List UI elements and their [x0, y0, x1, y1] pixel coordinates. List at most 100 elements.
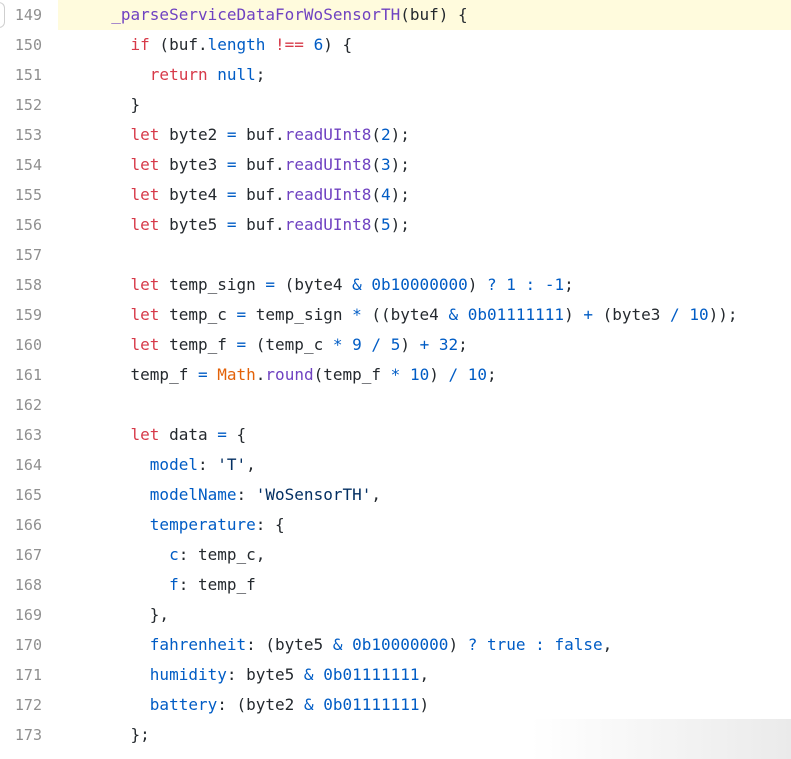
code-line: 162	[0, 390, 791, 420]
code-token: : {	[255, 515, 285, 534]
code-token: let	[130, 185, 160, 204]
code-token	[92, 515, 150, 534]
code-token: modelName	[149, 485, 237, 504]
code-token: (buf) {	[400, 5, 468, 24]
code-line: 159 let temp_c = temp_sign * ((byte4 & 0…	[0, 300, 791, 330]
code-token	[400, 365, 410, 384]
code-token: temperature	[149, 515, 256, 534]
code-token: )	[429, 365, 449, 384]
code-token: =	[226, 125, 237, 144]
line-code: let data = {	[92, 420, 247, 450]
line-number: 150	[14, 36, 42, 54]
code-token: let	[130, 425, 160, 444]
code-token: *	[390, 365, 401, 384]
code-token: let	[130, 305, 160, 324]
code-line: 151 return null;	[0, 60, 791, 90]
code-token: 2	[381, 125, 391, 144]
code-token	[92, 215, 131, 234]
code-token: /	[371, 335, 382, 354]
code-token: buf.	[236, 125, 285, 144]
code-token	[92, 275, 131, 294]
code-token: &	[303, 665, 314, 684]
code-token: =	[226, 215, 237, 234]
line-number: 170	[14, 636, 42, 654]
code-token: buf.	[236, 185, 285, 204]
line-number: 168	[14, 576, 42, 594]
code-token: =	[265, 275, 276, 294]
code-token	[92, 455, 150, 474]
line-code: let byte3 = buf.readUInt8(3);	[92, 150, 410, 180]
code-line: 156 let byte5 = buf.readUInt8(5);	[0, 210, 791, 240]
code-token: };	[92, 725, 150, 744]
code-token	[680, 305, 690, 324]
code-token: :	[197, 455, 218, 474]
code-token: length	[207, 35, 266, 54]
line-number: 161	[14, 366, 42, 384]
line-code: f: temp_f	[92, 570, 256, 600]
code-token: )	[467, 275, 487, 294]
code-token: (buf.	[149, 35, 208, 54]
code-token: !==	[275, 35, 304, 54]
code-token: temp_f	[159, 335, 237, 354]
code-token: data	[159, 425, 218, 444]
line-number: 162	[14, 396, 42, 414]
code-token: : temp_c,	[178, 545, 266, 564]
code-token: let	[130, 335, 160, 354]
code-token: &	[332, 635, 343, 654]
code-token	[92, 665, 150, 684]
code-token	[314, 665, 324, 684]
code-token: =	[236, 305, 247, 324]
code-token: =	[226, 155, 237, 174]
code-line: 167 c: temp_c,	[0, 540, 791, 570]
line-code: let temp_f = (temp_c * 9 / 5) + 32;	[92, 330, 468, 360]
code-line: 166 temperature: {	[0, 510, 791, 540]
code-token: .	[255, 365, 266, 384]
code-line: 171 humidity: byte5 & 0b01111111,	[0, 660, 791, 690]
code-token: 5	[390, 335, 401, 354]
code-token: 0b01111111	[467, 305, 565, 324]
code-token	[92, 35, 131, 54]
line-code: temp_f = Math.round(temp_f * 10) / 10;	[92, 360, 497, 390]
code-line: 170 fahrenheit: (byte5 & 0b10000000) ? t…	[0, 630, 791, 660]
code-token: _parseServiceDataForWoSensorTH	[92, 5, 401, 24]
code-token: )	[419, 695, 430, 714]
code-token	[535, 275, 545, 294]
code-token	[545, 635, 555, 654]
line-code: let byte2 = buf.readUInt8(2);	[92, 120, 410, 150]
code-token: : byte5	[226, 665, 304, 684]
code-token: temp_sign	[159, 275, 266, 294]
code-token: );	[390, 125, 410, 144]
code-line: 168 f: temp_f	[0, 570, 791, 600]
window-corner-shadow	[531, 719, 791, 759]
code-token	[362, 275, 372, 294]
code-token: if	[130, 35, 150, 54]
code-token: +	[583, 305, 593, 324]
code-token: true	[486, 635, 526, 654]
line-number: 171	[14, 666, 42, 684]
code-token: 0b01111111	[323, 695, 420, 714]
code-line: 172 battery: (byte2 & 0b01111111)	[0, 690, 791, 720]
code-token: ;	[564, 275, 574, 294]
code-token	[526, 635, 536, 654]
code-token: ;	[458, 335, 468, 354]
line-code: return null;	[92, 60, 266, 90]
code-token: buf.	[236, 155, 285, 174]
code-line: 161 temp_f = Math.round(temp_f * 10) / 1…	[0, 360, 791, 390]
code-line: 173 };	[0, 720, 791, 750]
code-token: -1	[544, 275, 565, 294]
code-token: /	[670, 305, 680, 324]
line-code: let temp_sign = (byte4 & 0b10000000) ? 1…	[92, 270, 574, 300]
line-code: fahrenheit: (byte5 & 0b10000000) ? true …	[92, 630, 612, 660]
line-number: 151	[14, 66, 42, 84]
code-token	[381, 335, 391, 354]
code-token	[458, 365, 468, 384]
code-token: 4	[381, 185, 391, 204]
code-token: let	[130, 275, 160, 294]
code-token: :	[236, 485, 256, 504]
code-token: 3	[381, 155, 391, 174]
line-code: },	[92, 600, 169, 630]
code-token: : (byte5	[246, 635, 333, 654]
line-number: 154	[14, 156, 42, 174]
line-code: humidity: byte5 & 0b01111111,	[92, 660, 429, 690]
code-token: buf.	[236, 215, 285, 234]
